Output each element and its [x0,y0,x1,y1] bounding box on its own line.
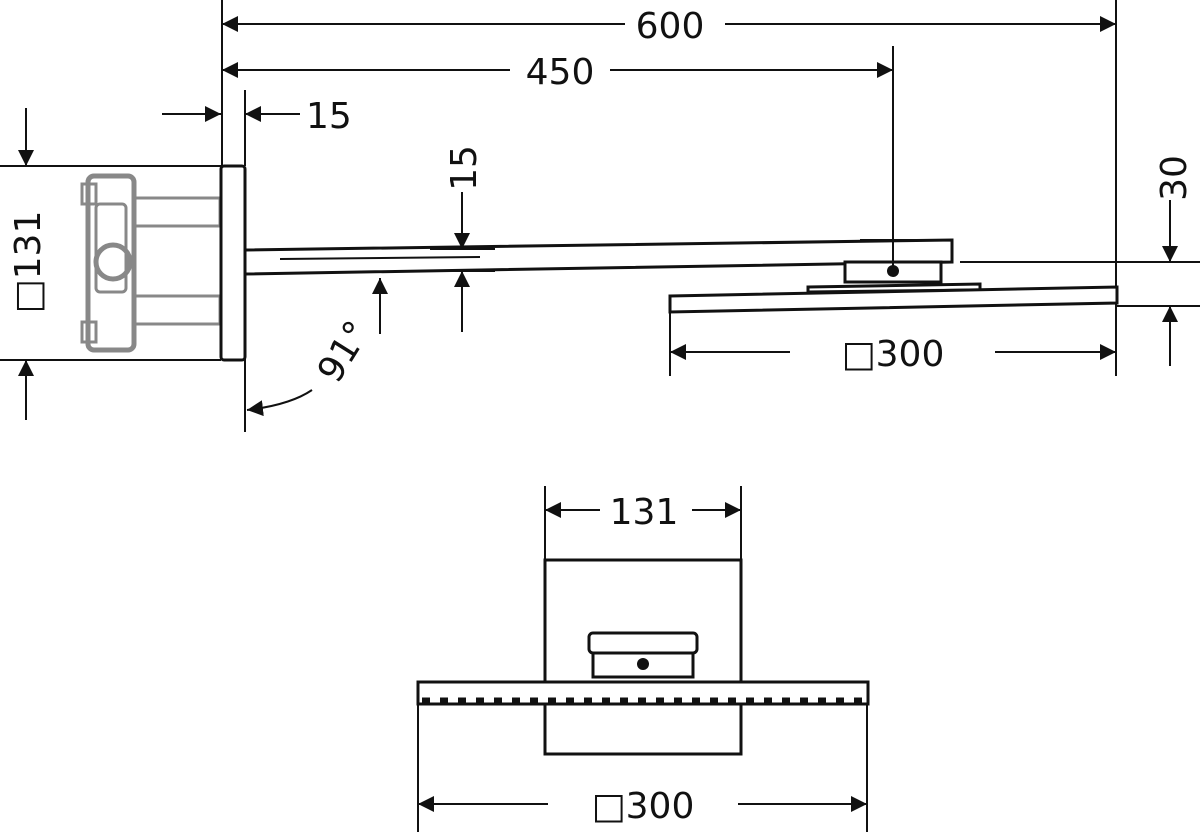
dim-arm-15: 15 [430,145,495,332]
shower-arm [243,238,954,276]
front-view: 131 □300 [416,486,870,832]
shower-head-front [416,680,870,706]
dim-131-front-label: 131 [610,492,679,533]
shower-head-side [668,285,1119,314]
dim-300-side: □300 [669,303,1117,376]
side-view: 600 450 15 □131 [0,0,1200,432]
dim-600-label: 600 [636,6,705,47]
dim-arm-15-label: 15 [444,145,485,191]
dim-300-front: □300 [417,704,868,832]
dim-plate-15-label: 15 [306,96,352,137]
dim-30-label: 30 [1154,155,1195,201]
pivot-dot [887,265,899,277]
wall-plate [219,164,247,362]
dim-131-front: 131 [544,486,742,560]
dim-30: 30 [960,155,1200,366]
dim-plate-15: 15 [162,90,352,432]
dim-600: 600 [221,0,1117,287]
dim-131-side-label: □131 [8,211,49,314]
dim-450-label: 450 [526,52,595,93]
dim-300-front-label: □300 [592,786,695,827]
head-connector [806,260,982,294]
angle-91: 91° [246,278,388,417]
valve-body [80,173,222,353]
angle-91-label: 91° [310,314,379,390]
dim-450: 450 [222,46,894,266]
dim-300-side-label: □300 [842,334,945,375]
dim-131-side: □131 [0,108,221,420]
